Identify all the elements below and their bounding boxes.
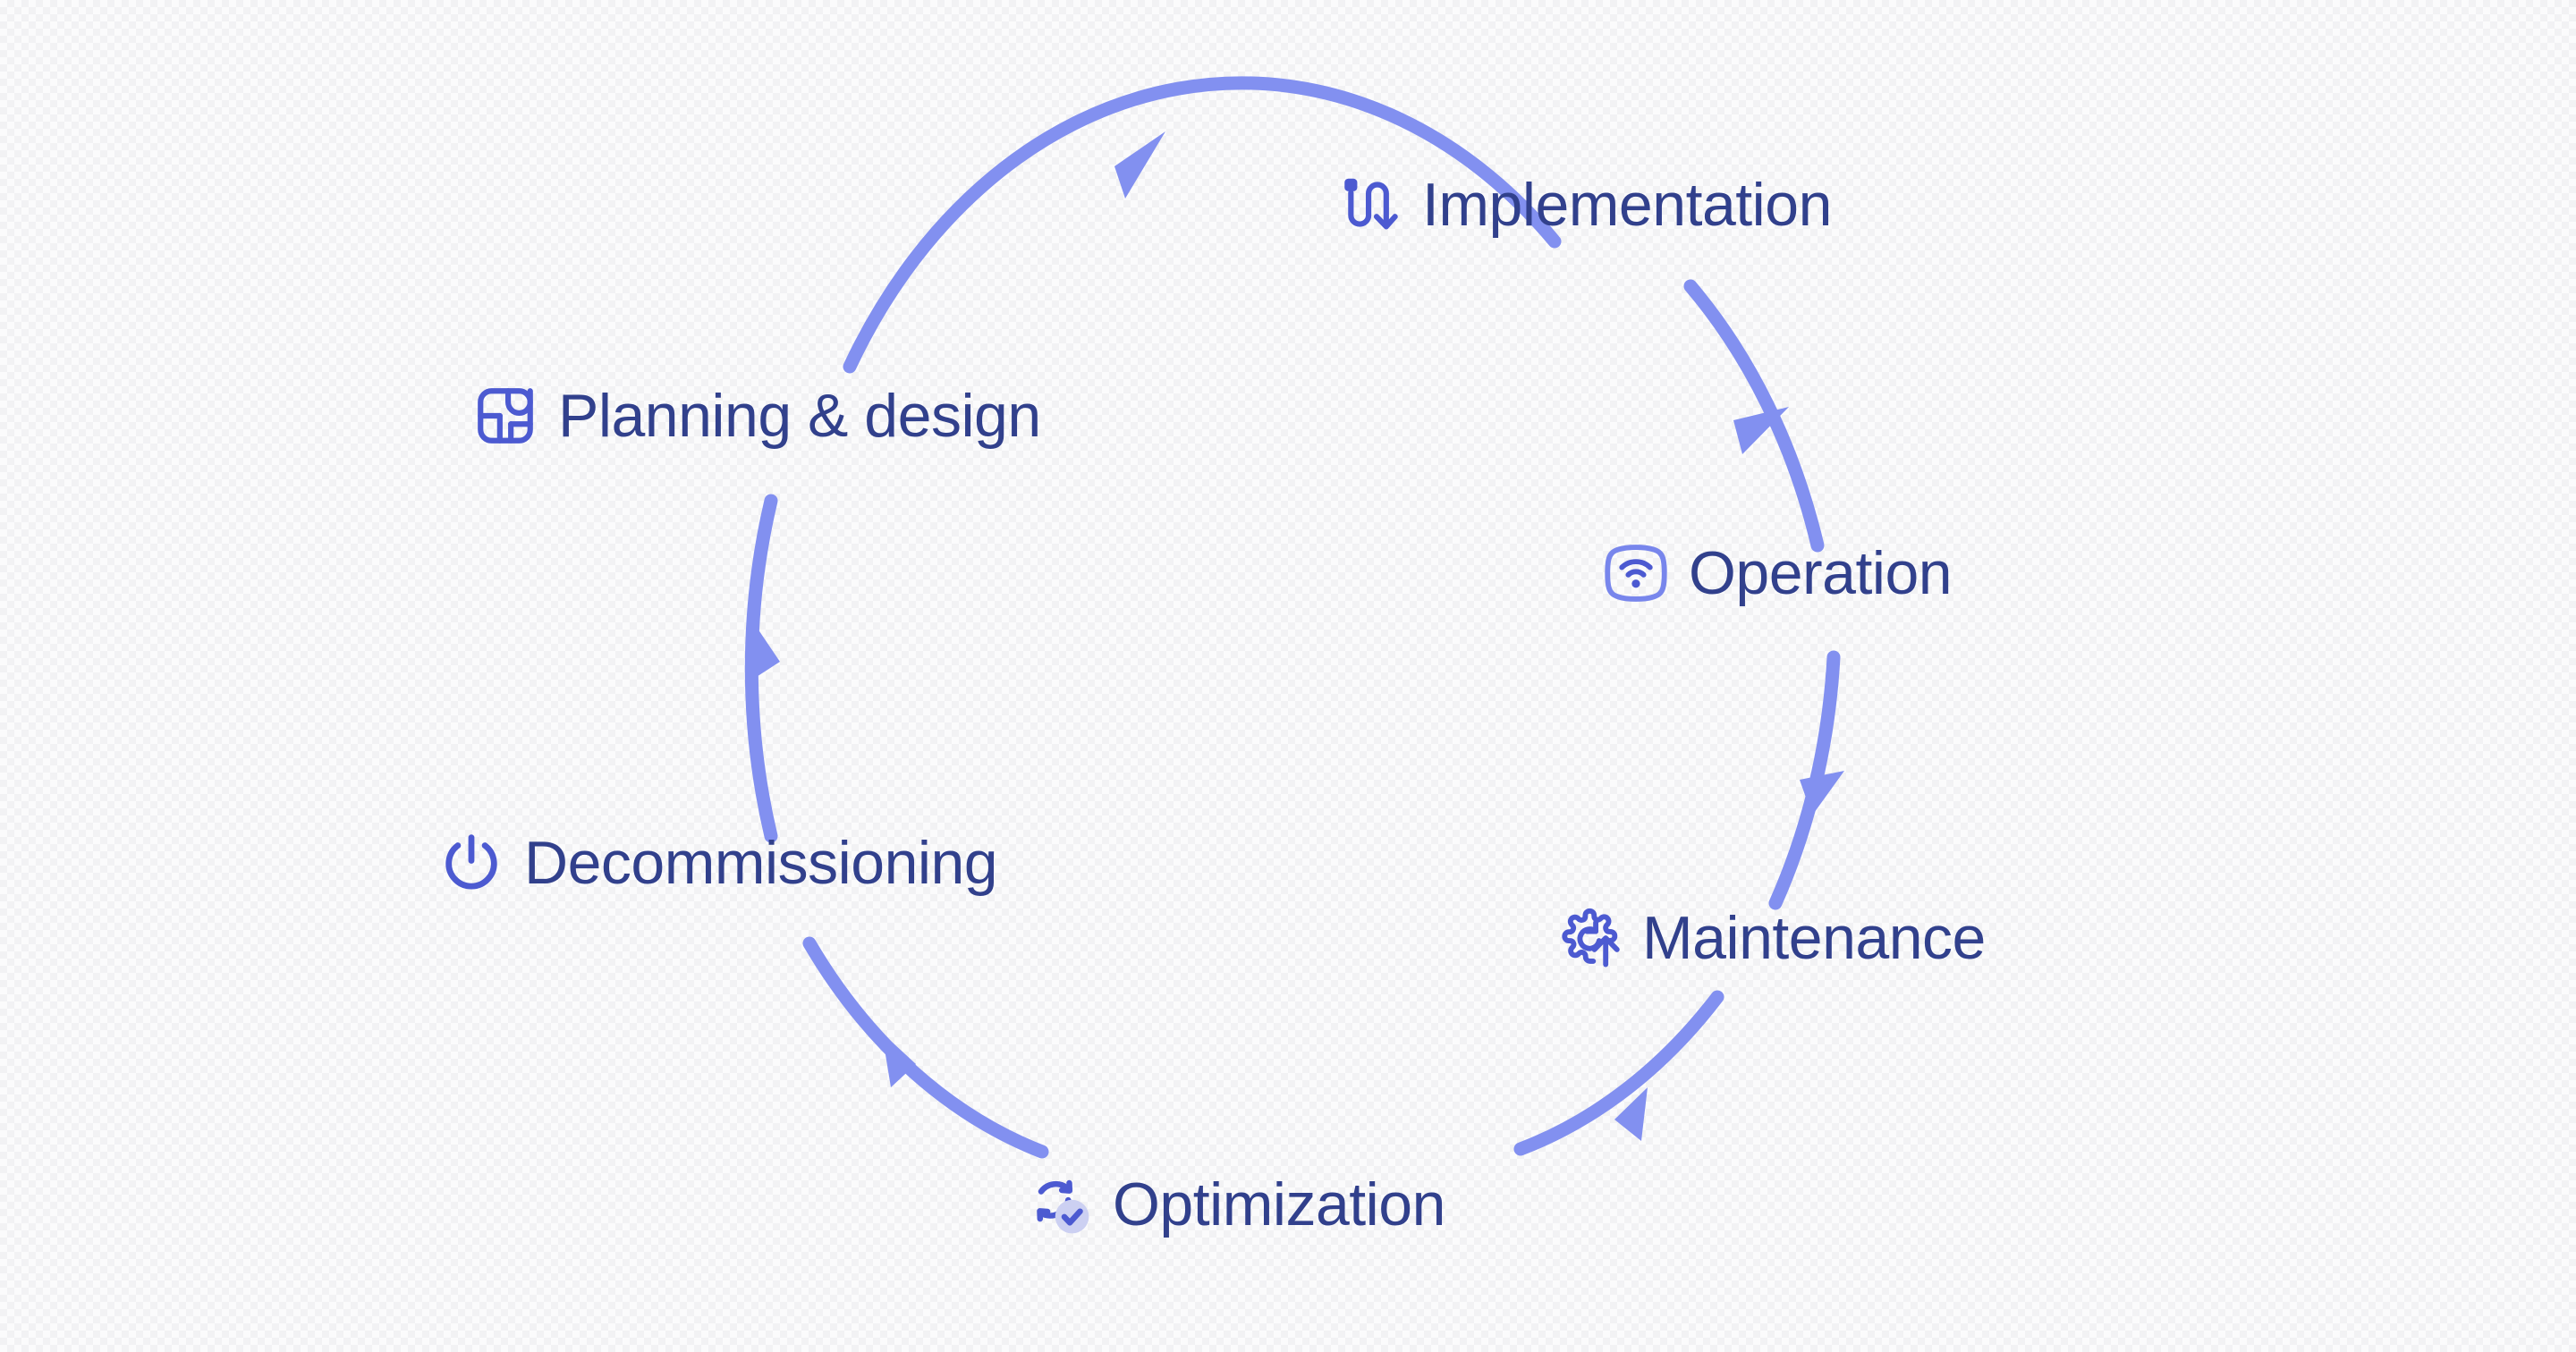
arrowhead-upper-right (1733, 407, 1789, 454)
cycle-node-label-implementation: Implementation (1422, 171, 1832, 239)
arrowhead-top (1114, 131, 1165, 199)
ring-arc-planning-to-implementation (843, 76, 1562, 374)
cycle-node-planning[interactable]: Planning & design (472, 383, 1041, 449)
cycle-node-operation[interactable]: Operation (1603, 539, 1953, 607)
cycle-node-label-planning: Planning & design (558, 382, 1041, 450)
arrowhead-bottom-left (882, 1033, 916, 1087)
ring-arrowheads (750, 131, 1844, 1141)
ring-arc-optimization-to-decommissioning (802, 936, 1049, 1159)
deploy-flow-arrow-icon (1344, 178, 1398, 230)
arrowhead-bottom-right (1614, 1087, 1648, 1141)
cycle-node-maintenance[interactable]: Maintenance (1556, 905, 1986, 971)
refresh-check-icon (1037, 1179, 1089, 1234)
cycle-node-implementation[interactable]: Implementation (1336, 172, 1832, 238)
arrowhead-left (750, 626, 780, 681)
wifi-signal-icon (1605, 545, 1667, 602)
ring-arc-maintenance-to-optimization (1513, 990, 1724, 1156)
cycle-node-label-maintenance: Maintenance (1642, 904, 1986, 972)
ring-arc-implementation-to-operation (1683, 279, 1825, 553)
arrowhead-lower-right (1800, 771, 1844, 815)
layout-panels-icon (478, 388, 533, 444)
cycle-node-label-decommissioning: Decommissioning (524, 829, 998, 897)
cycle-node-optimization[interactable]: Optimization (1027, 1171, 1445, 1238)
power-icon (445, 834, 497, 890)
cycle-node-label-optimization: Optimization (1113, 1170, 1445, 1238)
cycle-node-label-operation: Operation (1689, 539, 1953, 607)
gear-upgrade-icon (1562, 908, 1620, 968)
cycle-node-decommissioning[interactable]: Decommissioning (438, 829, 998, 897)
